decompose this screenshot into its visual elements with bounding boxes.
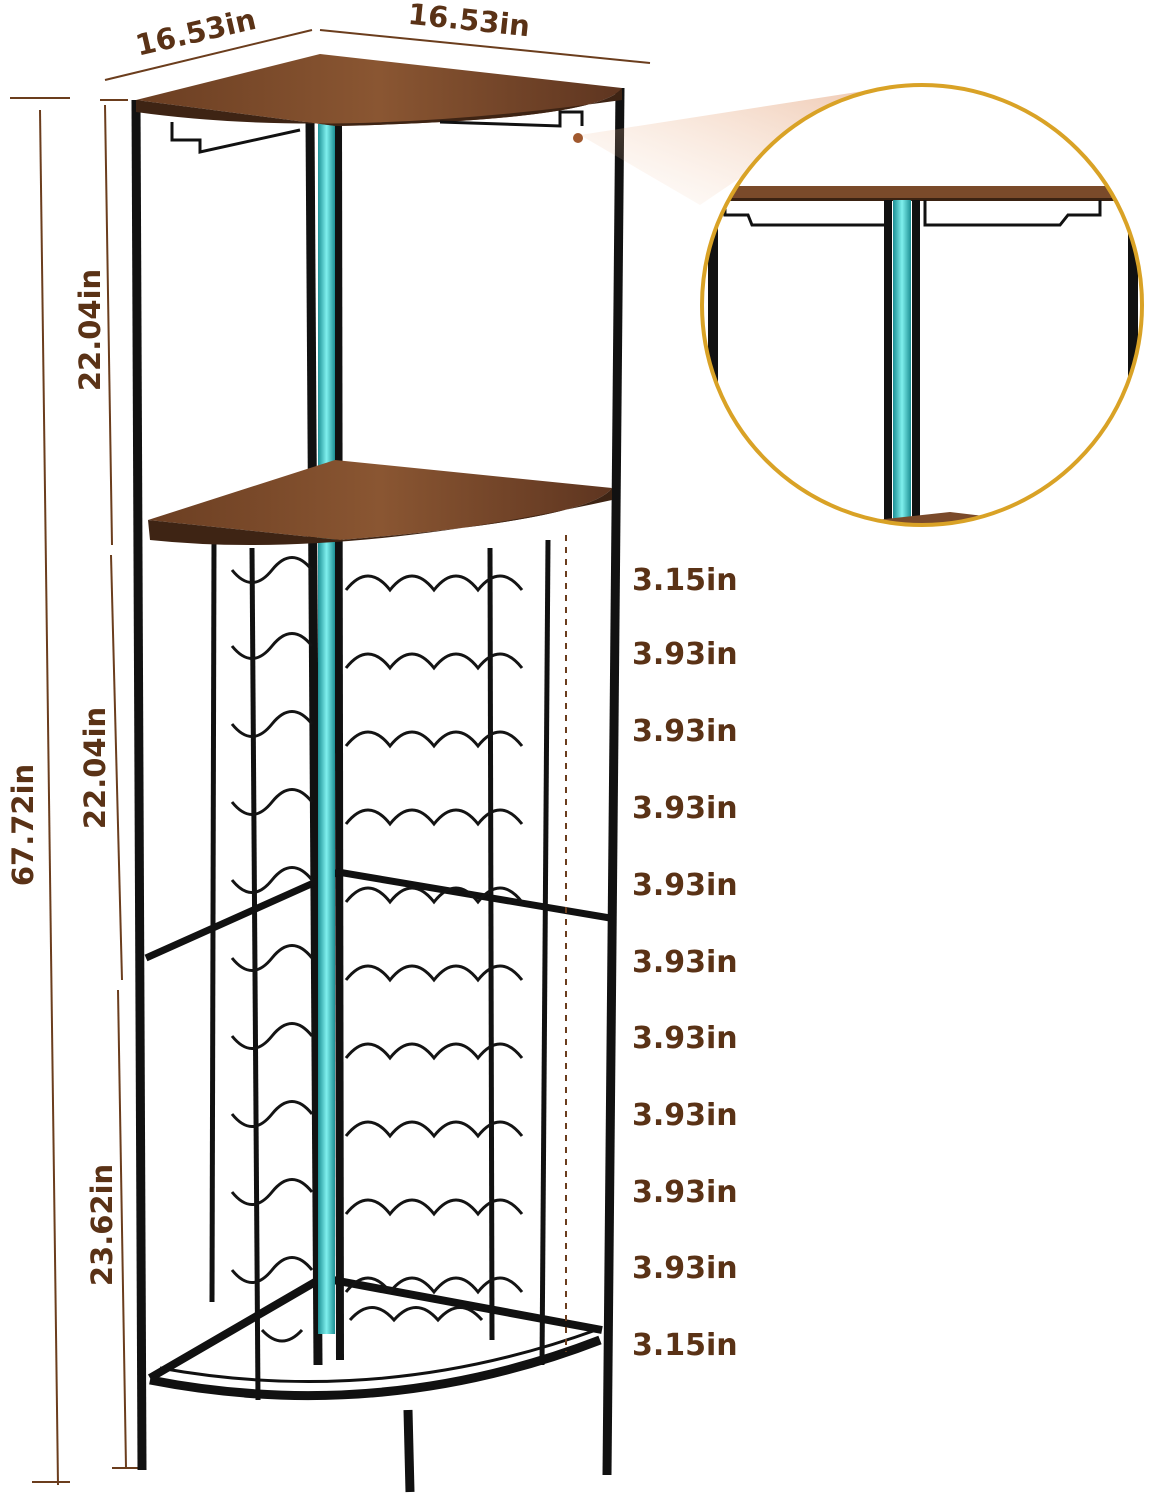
top-width-left-label: 16.53in [132,2,259,63]
spacing-label: 3.93in [632,868,738,903]
spacing-label: 3.93in [632,714,738,749]
zoom-origin-dot [573,133,583,143]
lower-section-label: 23.62in [85,1164,119,1286]
spacing-label: 3.93in [632,1175,738,1210]
bottle-holder-rows [230,556,524,1343]
lower-section-dimension: 23.62in [85,989,145,1469]
upper-section-dimension: 22.04in [73,99,128,546]
spacing-label: 3.93in [632,945,738,980]
wine-rack-frame [131,87,625,1493]
rack-spacing-labels: 3.15in 3.93in 3.93in 3.93in 3.93in 3.93i… [632,563,738,1363]
inset-ring [700,83,1144,527]
spacing-label: 3.93in [632,791,738,826]
glass-holder-icon [170,110,584,154]
middle-shelf [148,460,612,545]
detail-inset [573,83,1144,527]
upper-section-label: 22.04in [73,269,107,391]
led-light-strip-icon [318,124,335,1334]
spacing-label: 3.93in [632,1021,738,1056]
zoom-beam [580,90,870,205]
total-height-dimension: 67.72in [6,97,70,1486]
middle-section-dimension: 22.04in [78,554,123,981]
spacing-label: 3.15in [632,563,738,598]
total-height-label: 67.72in [6,764,40,886]
spacing-label: 3.93in [632,1098,738,1133]
top-width-right-label: 16.53in [406,0,531,43]
middle-section-label: 22.04in [78,707,112,829]
spacing-label: 3.15in [632,1328,738,1363]
top-shelf [136,54,622,154]
spacing-label: 3.93in [632,1251,738,1286]
spacing-label: 3.93in [632,637,738,672]
